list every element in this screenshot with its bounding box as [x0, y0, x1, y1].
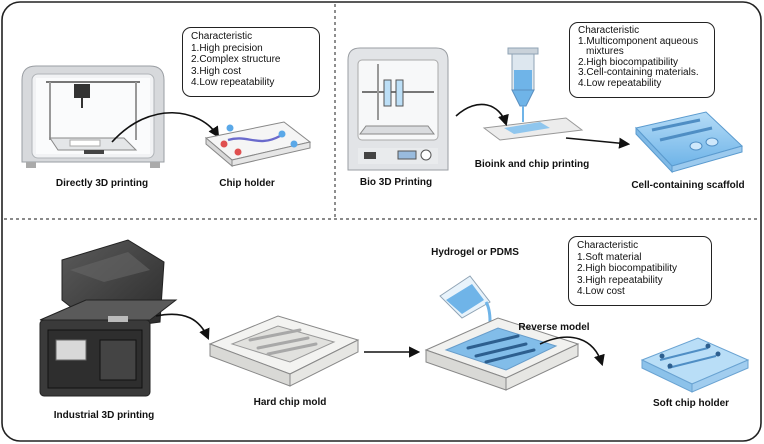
- bio-characteristic-item: 1.Multicomponent aqueous: [578, 35, 699, 47]
- direct-characteristic-title: Characteristic: [191, 31, 253, 42]
- direct-print-arrow: [111, 111, 220, 143]
- soft-chip-holder-illustration: [640, 337, 750, 393]
- bio-characteristic-item: 3.Cell-containing materials.: [578, 67, 699, 78]
- soft-chip-holder-label: Soft chip holder: [652, 398, 730, 409]
- industrial-characteristic-item: 2.High biocompatibility: [577, 263, 678, 274]
- industrial-3d-printer-illustration: [39, 239, 178, 397]
- bio-characteristic-box: Characteristic 1.Multicomponent aqueous …: [569, 22, 715, 98]
- bio-characteristic-title: Characteristic: [578, 25, 640, 36]
- bio-3d-printer-illustration: [347, 47, 449, 171]
- desktop-3d-printer-illustration: [21, 65, 165, 168]
- direct-characteristic-item: 2.Complex structure: [191, 54, 281, 65]
- bioink-arrow: [455, 103, 509, 127]
- direct-characteristic-item: 1.High precision: [191, 42, 263, 54]
- hard-chip-mold-illustration: [208, 315, 360, 387]
- industrial-printing-label: Industrial 3D printing: [53, 410, 155, 421]
- bio-characteristic-item: 4.Low repeatability: [578, 77, 662, 89]
- chip-holder-label: Chip holder: [219, 178, 275, 189]
- bio-characteristic-item: mixtures: [586, 46, 624, 57]
- cell-scaffold-illustration: [635, 111, 743, 174]
- direct-characteristic-item: 4.Low repeatability: [191, 77, 275, 88]
- bio-printing-label: Bio 3D Printing: [359, 177, 433, 188]
- direct-characteristic-box: Characteristic 1.High precision 2.Comple…: [182, 27, 320, 97]
- mold-with-hydrogel-illustration: [424, 317, 580, 391]
- industrial-characteristic-item: 4.Low cost: [577, 286, 625, 297]
- to-scaffold-arrow: [565, 137, 631, 149]
- chip-holder-illustration: [204, 121, 312, 168]
- hydrogel-pdms-label: Hydrogel or PDMS: [431, 247, 519, 258]
- bioink-nozzle-illustration: [482, 47, 584, 141]
- direct-characteristic-item: 3.High cost: [191, 65, 242, 77]
- industrial-characteristic-item: 1.Soft material: [577, 251, 642, 263]
- reverse-model-label: Reverse model: [518, 322, 590, 333]
- direct-printing-label: Directly 3D printing: [55, 178, 149, 189]
- hard-chip-mold-label: Hard chip mold: [253, 397, 327, 408]
- reverse-model-arrow: [539, 336, 605, 367]
- bio-characteristic-item: 2.High biocompatibility: [578, 56, 679, 68]
- industrial-characteristic-box: Characteristic 1.Soft material 2.High bi…: [568, 236, 712, 306]
- bioink-chip-printing-label: Bioink and chip printing: [474, 159, 590, 170]
- industrial-characteristic-item: 3.High repeatability: [577, 274, 663, 286]
- industrial-characteristic-title: Characteristic: [577, 240, 639, 251]
- cell-scaffold-label: Cell-containing scaffold: [631, 180, 745, 191]
- to-mold-arrow: [155, 313, 210, 341]
